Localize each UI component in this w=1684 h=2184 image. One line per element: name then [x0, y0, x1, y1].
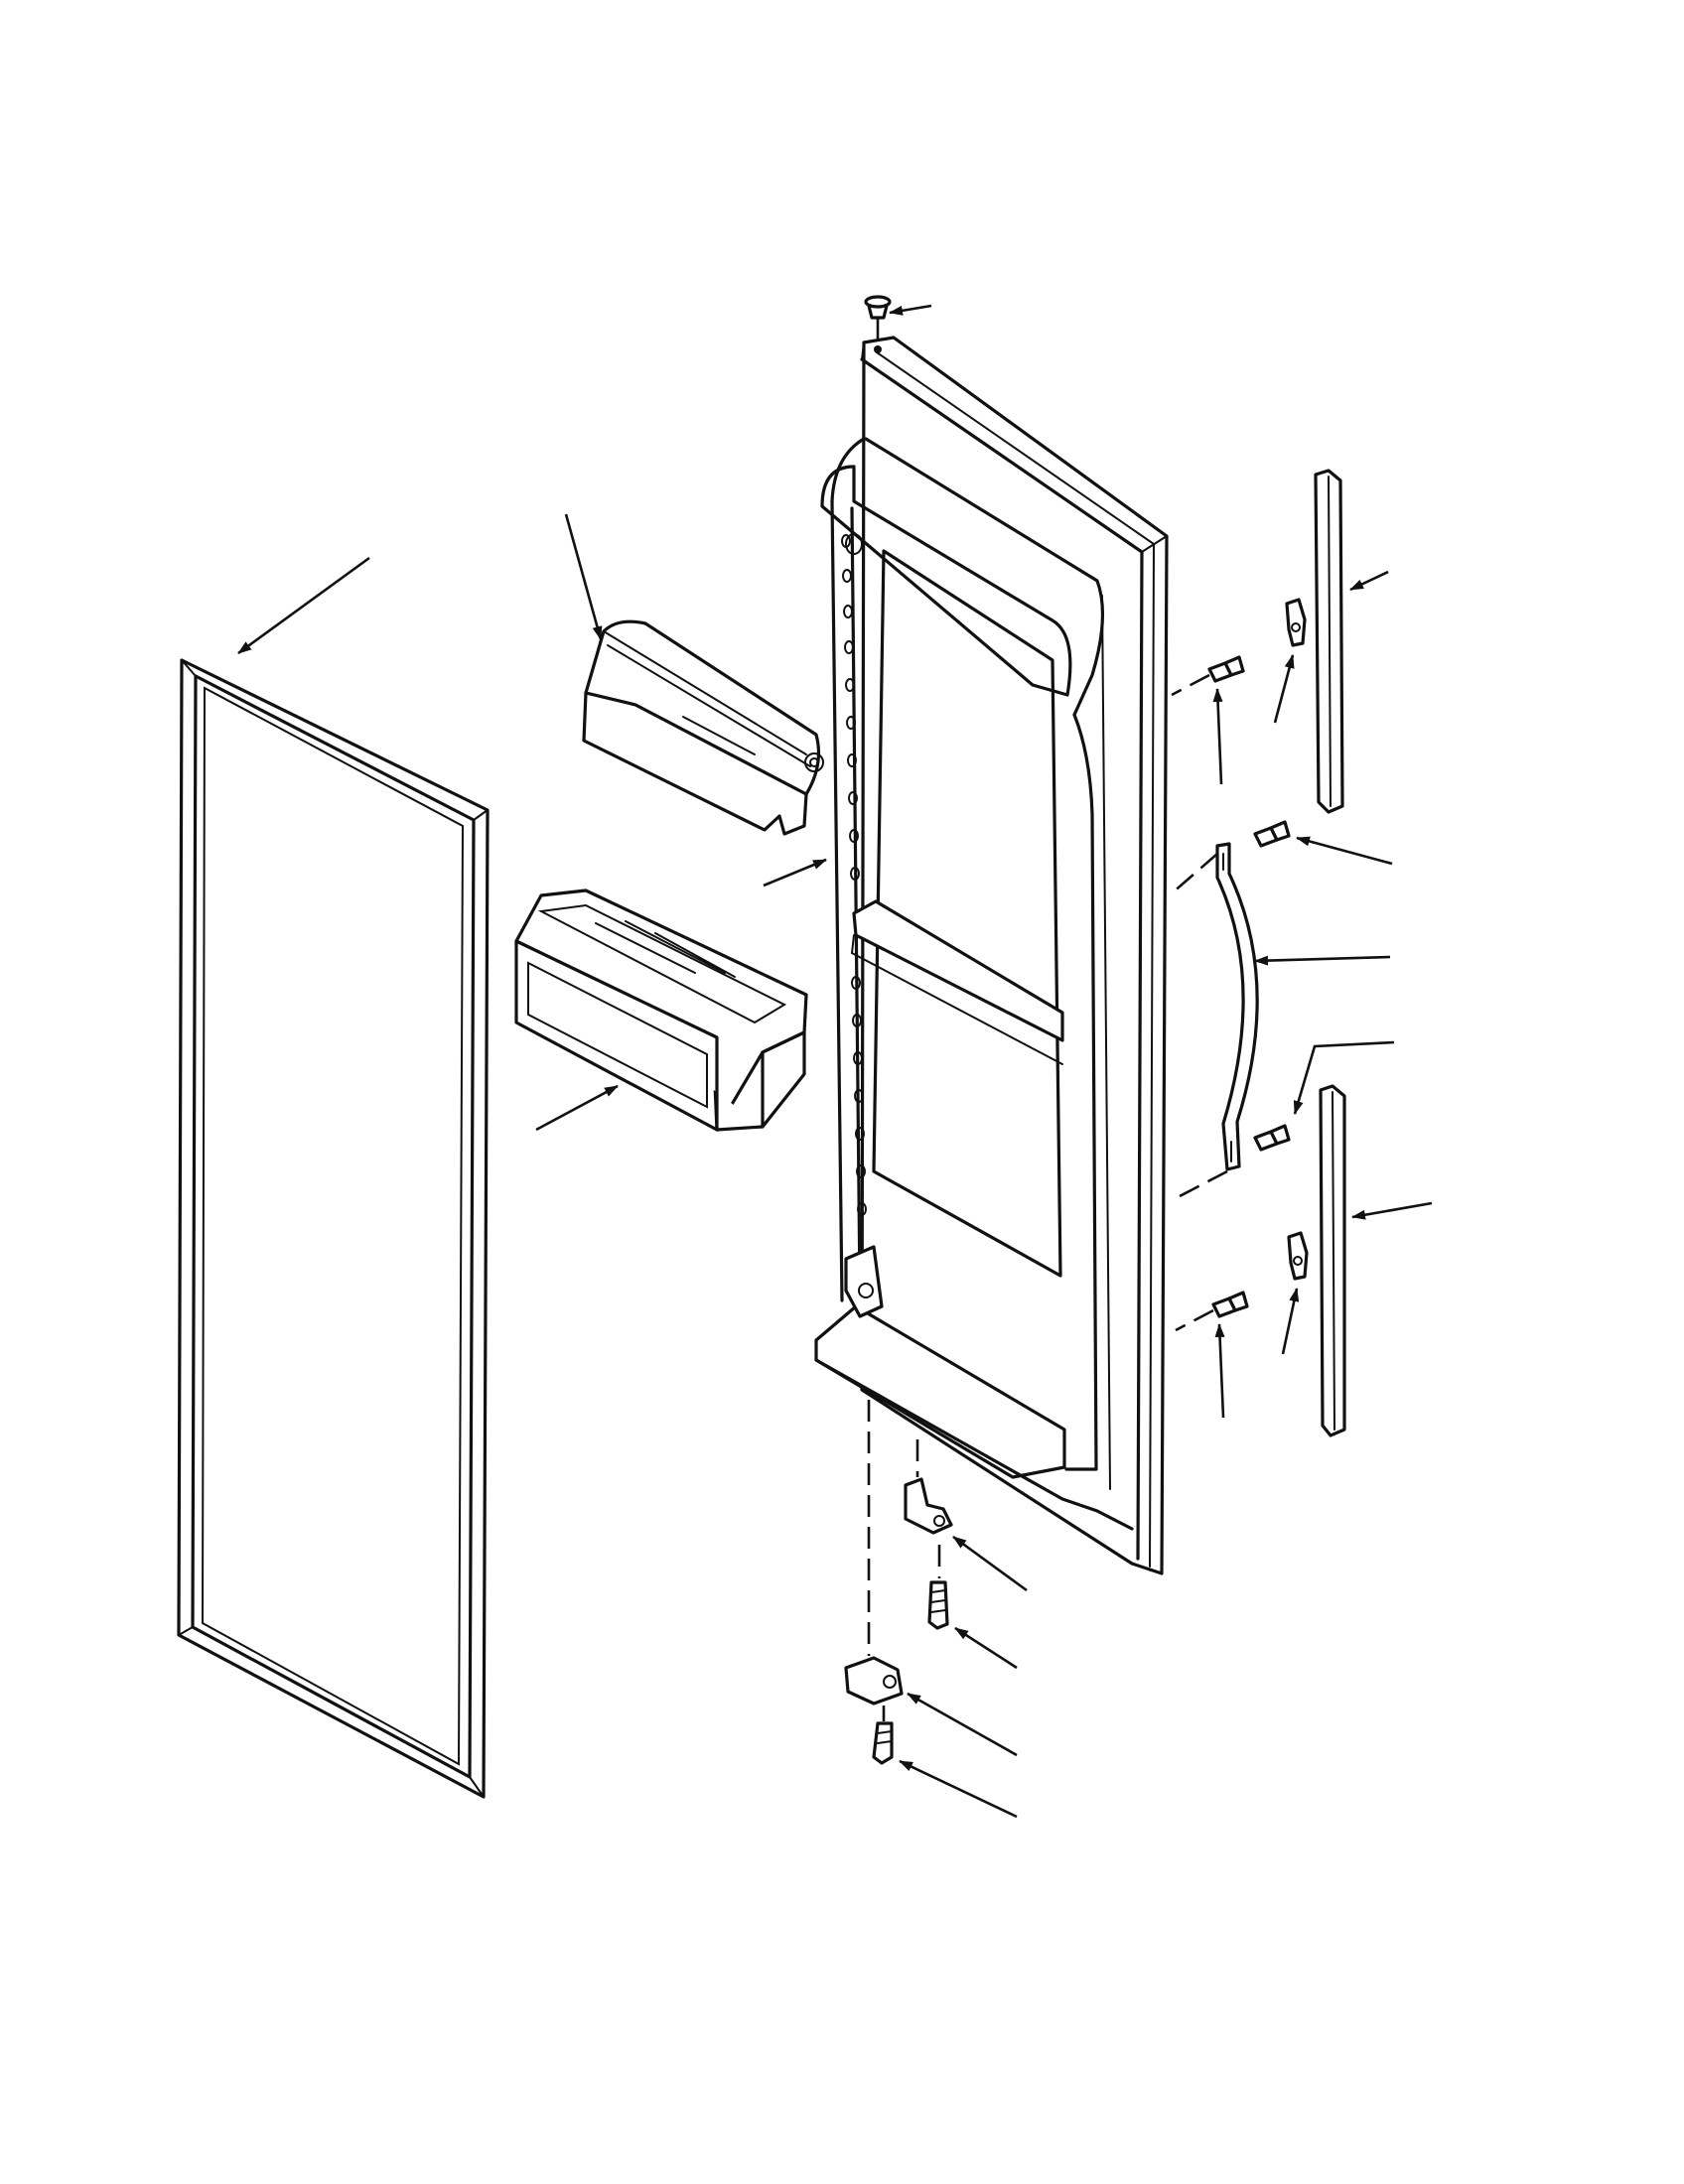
- screw-part-4: [927, 1545, 949, 1630]
- hinge-pin-part-16: [864, 295, 892, 353]
- screw-part-9b: [1175, 1291, 1249, 1332]
- hinge-bracket-part-12: [844, 1400, 904, 1706]
- leader-16: [889, 304, 932, 316]
- leader-1: [763, 858, 827, 887]
- top-cam: [845, 533, 863, 555]
- screw-part-13b: [1177, 1124, 1291, 1199]
- leader-13a: [1296, 836, 1393, 866]
- leader-5a: [1273, 654, 1295, 724]
- trim-clip-part-5b: [1287, 1231, 1309, 1281]
- leader-13b: [1293, 1040, 1395, 1115]
- screw-part-11: [872, 1706, 894, 1765]
- leader-8: [1254, 955, 1391, 966]
- dairy-door-part-2: [582, 619, 824, 836]
- screw-part-13a: [1171, 820, 1291, 894]
- leader-lines: [237, 304, 1433, 1819]
- leader-12: [907, 1692, 1018, 1757]
- trim-clip-part-5a: [1285, 598, 1307, 647]
- trim-strip-part-15: [1319, 1084, 1346, 1437]
- trim-strip-part-14: [1314, 469, 1344, 814]
- leader-3: [535, 1084, 619, 1132]
- leader-5b: [1281, 1288, 1300, 1355]
- leader-9a: [1212, 688, 1223, 785]
- door-bin-part-3: [514, 888, 808, 1132]
- hinge-part-10: [904, 1439, 953, 1535]
- screw-part-9a: [1171, 655, 1245, 697]
- leader-2: [564, 513, 603, 640]
- leader-11: [899, 1759, 1018, 1819]
- leader-4: [954, 1626, 1018, 1670]
- leader-10: [952, 1535, 1028, 1592]
- leader-15: [1351, 1201, 1433, 1220]
- leader-9b: [1214, 1323, 1225, 1419]
- leader-6: [237, 556, 370, 655]
- door-handle-part-8: [1215, 842, 1259, 1171]
- leader-14: [1349, 570, 1389, 592]
- door-assembly-part-1: [814, 336, 1169, 1575]
- door-gasket-part-6: [177, 658, 490, 1799]
